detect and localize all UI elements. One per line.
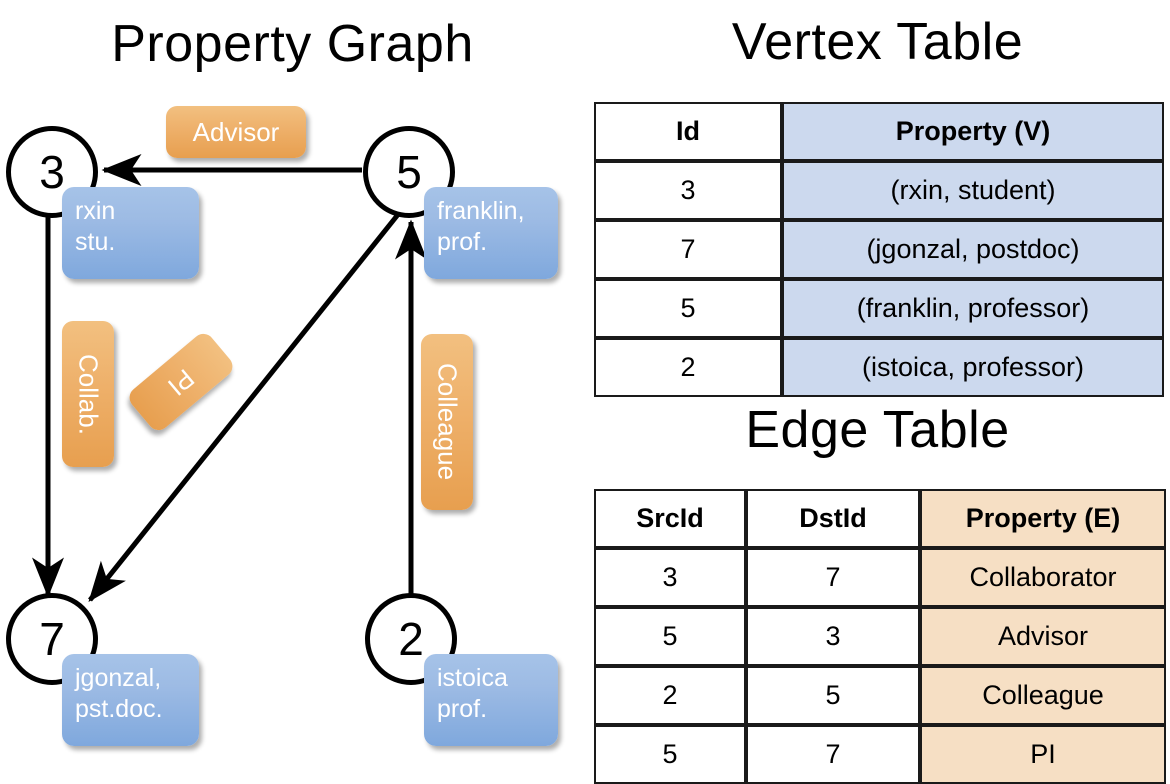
edge-label-collab: Collab. bbox=[62, 321, 114, 467]
table-row: 2 (istoica, professor) bbox=[594, 338, 1164, 397]
page-title-vertex-table: Vertex Table bbox=[731, 13, 1024, 71]
graph-node-5-label: 5 bbox=[396, 146, 422, 198]
vertex-table-cell-id: 2 bbox=[594, 338, 782, 397]
vertex-property-franklin-line2: prof. bbox=[437, 227, 488, 256]
edge-table-cell-dstid: 7 bbox=[746, 548, 920, 607]
edge-table-cell-property: PI bbox=[920, 725, 1166, 784]
edge-table-header-dstid: DstId bbox=[746, 489, 920, 548]
vertex-property-box-istoica: istoica prof. bbox=[424, 654, 558, 746]
edge-table-header-srcid: SrcId bbox=[594, 489, 746, 548]
edge-table-cell-srcid: 2 bbox=[594, 666, 746, 725]
page-title-property-graph: Property Graph bbox=[111, 15, 474, 73]
vertex-table: Id Property (V) 3 (rxin, student) 7 (jgo… bbox=[594, 102, 1164, 397]
vertex-table-cell-id: 7 bbox=[594, 220, 782, 279]
table-row: 2 5 Colleague bbox=[594, 666, 1166, 725]
edge-table-cell-srcid: 5 bbox=[594, 725, 746, 784]
table-row: 3 (rxin, student) bbox=[594, 161, 1164, 220]
edge-table-cell-property: Collaborator bbox=[920, 548, 1166, 607]
vertex-property-box-jgonzal: jgonzal, pst.doc. bbox=[62, 654, 199, 746]
edge-label-colleague: Colleague bbox=[421, 334, 473, 510]
property-graph-panel: Property Graph 3 5 7 2 rxin stu. frankli… bbox=[0, 0, 585, 760]
vertex-property-jgonzal-line1: jgonzal, bbox=[75, 664, 162, 692]
edge-table-cell-dstid: 5 bbox=[746, 666, 920, 725]
vertex-table-cell-id: 5 bbox=[594, 279, 782, 338]
table-row: 3 7 Collaborator bbox=[594, 548, 1166, 607]
edge-table-header-row: SrcId DstId Property (E) bbox=[594, 489, 1166, 548]
vertex-property-rxin-line1: rxin bbox=[75, 197, 116, 225]
vertex-property-box-rxin: rxin stu. bbox=[62, 187, 199, 279]
vertex-table-header-id: Id bbox=[594, 102, 782, 161]
vertex-table-cell-property: (rxin, student) bbox=[782, 161, 1164, 220]
table-row: 5 3 Advisor bbox=[594, 607, 1166, 666]
edge-table-header-property: Property (E) bbox=[920, 489, 1166, 548]
vertex-property-franklin-line1: franklin, bbox=[437, 197, 525, 225]
edge-5-to-7 bbox=[88, 210, 402, 602]
edge-table-cell-property: Advisor bbox=[920, 607, 1166, 666]
graph-node-2-label: 2 bbox=[398, 613, 424, 665]
vertex-property-box-franklin: franklin, prof. bbox=[424, 187, 558, 279]
edge-label-pi-text: PI bbox=[162, 362, 201, 402]
edge-table-cell-property: Colleague bbox=[920, 666, 1166, 725]
vertex-table-header-property: Property (V) bbox=[782, 102, 1164, 161]
edge-table: SrcId DstId Property (E) 3 7 Collaborato… bbox=[594, 489, 1166, 784]
graph-node-7-label: 7 bbox=[39, 613, 65, 665]
table-row: 5 7 PI bbox=[594, 725, 1166, 784]
vertex-table-cell-property: (istoica, professor) bbox=[782, 338, 1164, 397]
vertex-table-header-row: Id Property (V) bbox=[594, 102, 1164, 161]
edge-label-advisor: Advisor bbox=[166, 106, 306, 158]
graph-node-5[interactable]: 5 bbox=[363, 126, 455, 218]
vertex-property-istoica-line1: istoica bbox=[437, 664, 508, 692]
edge-table-cell-dstid: 3 bbox=[746, 607, 920, 666]
table-row: 5 (franklin, professor) bbox=[594, 279, 1164, 338]
vertex-property-istoica-line2: prof. bbox=[437, 694, 488, 723]
graph-node-3-label: 3 bbox=[39, 146, 65, 198]
vertex-table-cell-property: (jgonzal, postdoc) bbox=[782, 220, 1164, 279]
edge-label-collab-text: Collab. bbox=[73, 353, 104, 435]
graph-node-2[interactable]: 2 bbox=[365, 593, 457, 685]
vertex-table-cell-property: (franklin, professor) bbox=[782, 279, 1164, 338]
edge-label-advisor-text: Advisor bbox=[192, 116, 280, 147]
page-title-edge-table: Edge Table bbox=[745, 401, 1010, 459]
edge-table-cell-dstid: 7 bbox=[746, 725, 920, 784]
vertex-property-rxin-line2: stu. bbox=[75, 227, 116, 256]
edge-table-cell-srcid: 5 bbox=[594, 607, 746, 666]
vertex-table-cell-id: 3 bbox=[594, 161, 782, 220]
table-row: 7 (jgonzal, postdoc) bbox=[594, 220, 1164, 279]
graph-edges bbox=[32, 154, 427, 602]
edge-table-cell-srcid: 3 bbox=[594, 548, 746, 607]
vertex-property-jgonzal-line2: pst.doc. bbox=[75, 694, 163, 723]
edge-label-colleague-text: Colleague bbox=[432, 363, 463, 481]
